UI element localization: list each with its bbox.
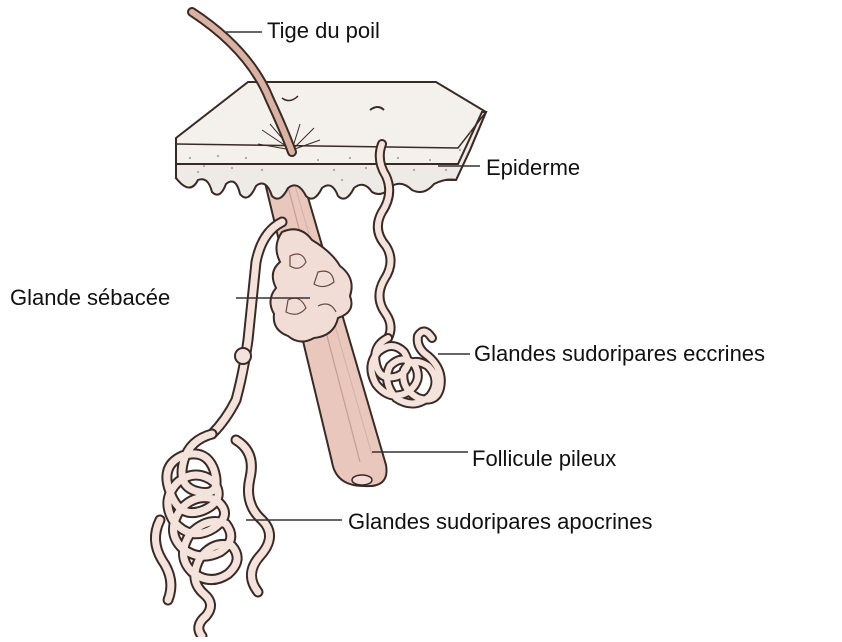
apocrine-duct — [212, 222, 282, 434]
label-apocrine-glands: Glandes sudoripares apocrines — [348, 511, 653, 533]
epidermis-block — [176, 82, 486, 199]
label-epidermis: Epiderme — [486, 157, 580, 179]
label-eccrine-glands: Glandes sudoripares eccrines — [474, 343, 765, 365]
label-hair-follicle: Follicule pileux — [472, 448, 616, 470]
apocrine-gland — [155, 434, 269, 636]
label-sebaceous-gland: Glande sébacée — [10, 287, 170, 309]
label-hair-shaft: Tige du poil — [267, 20, 380, 42]
